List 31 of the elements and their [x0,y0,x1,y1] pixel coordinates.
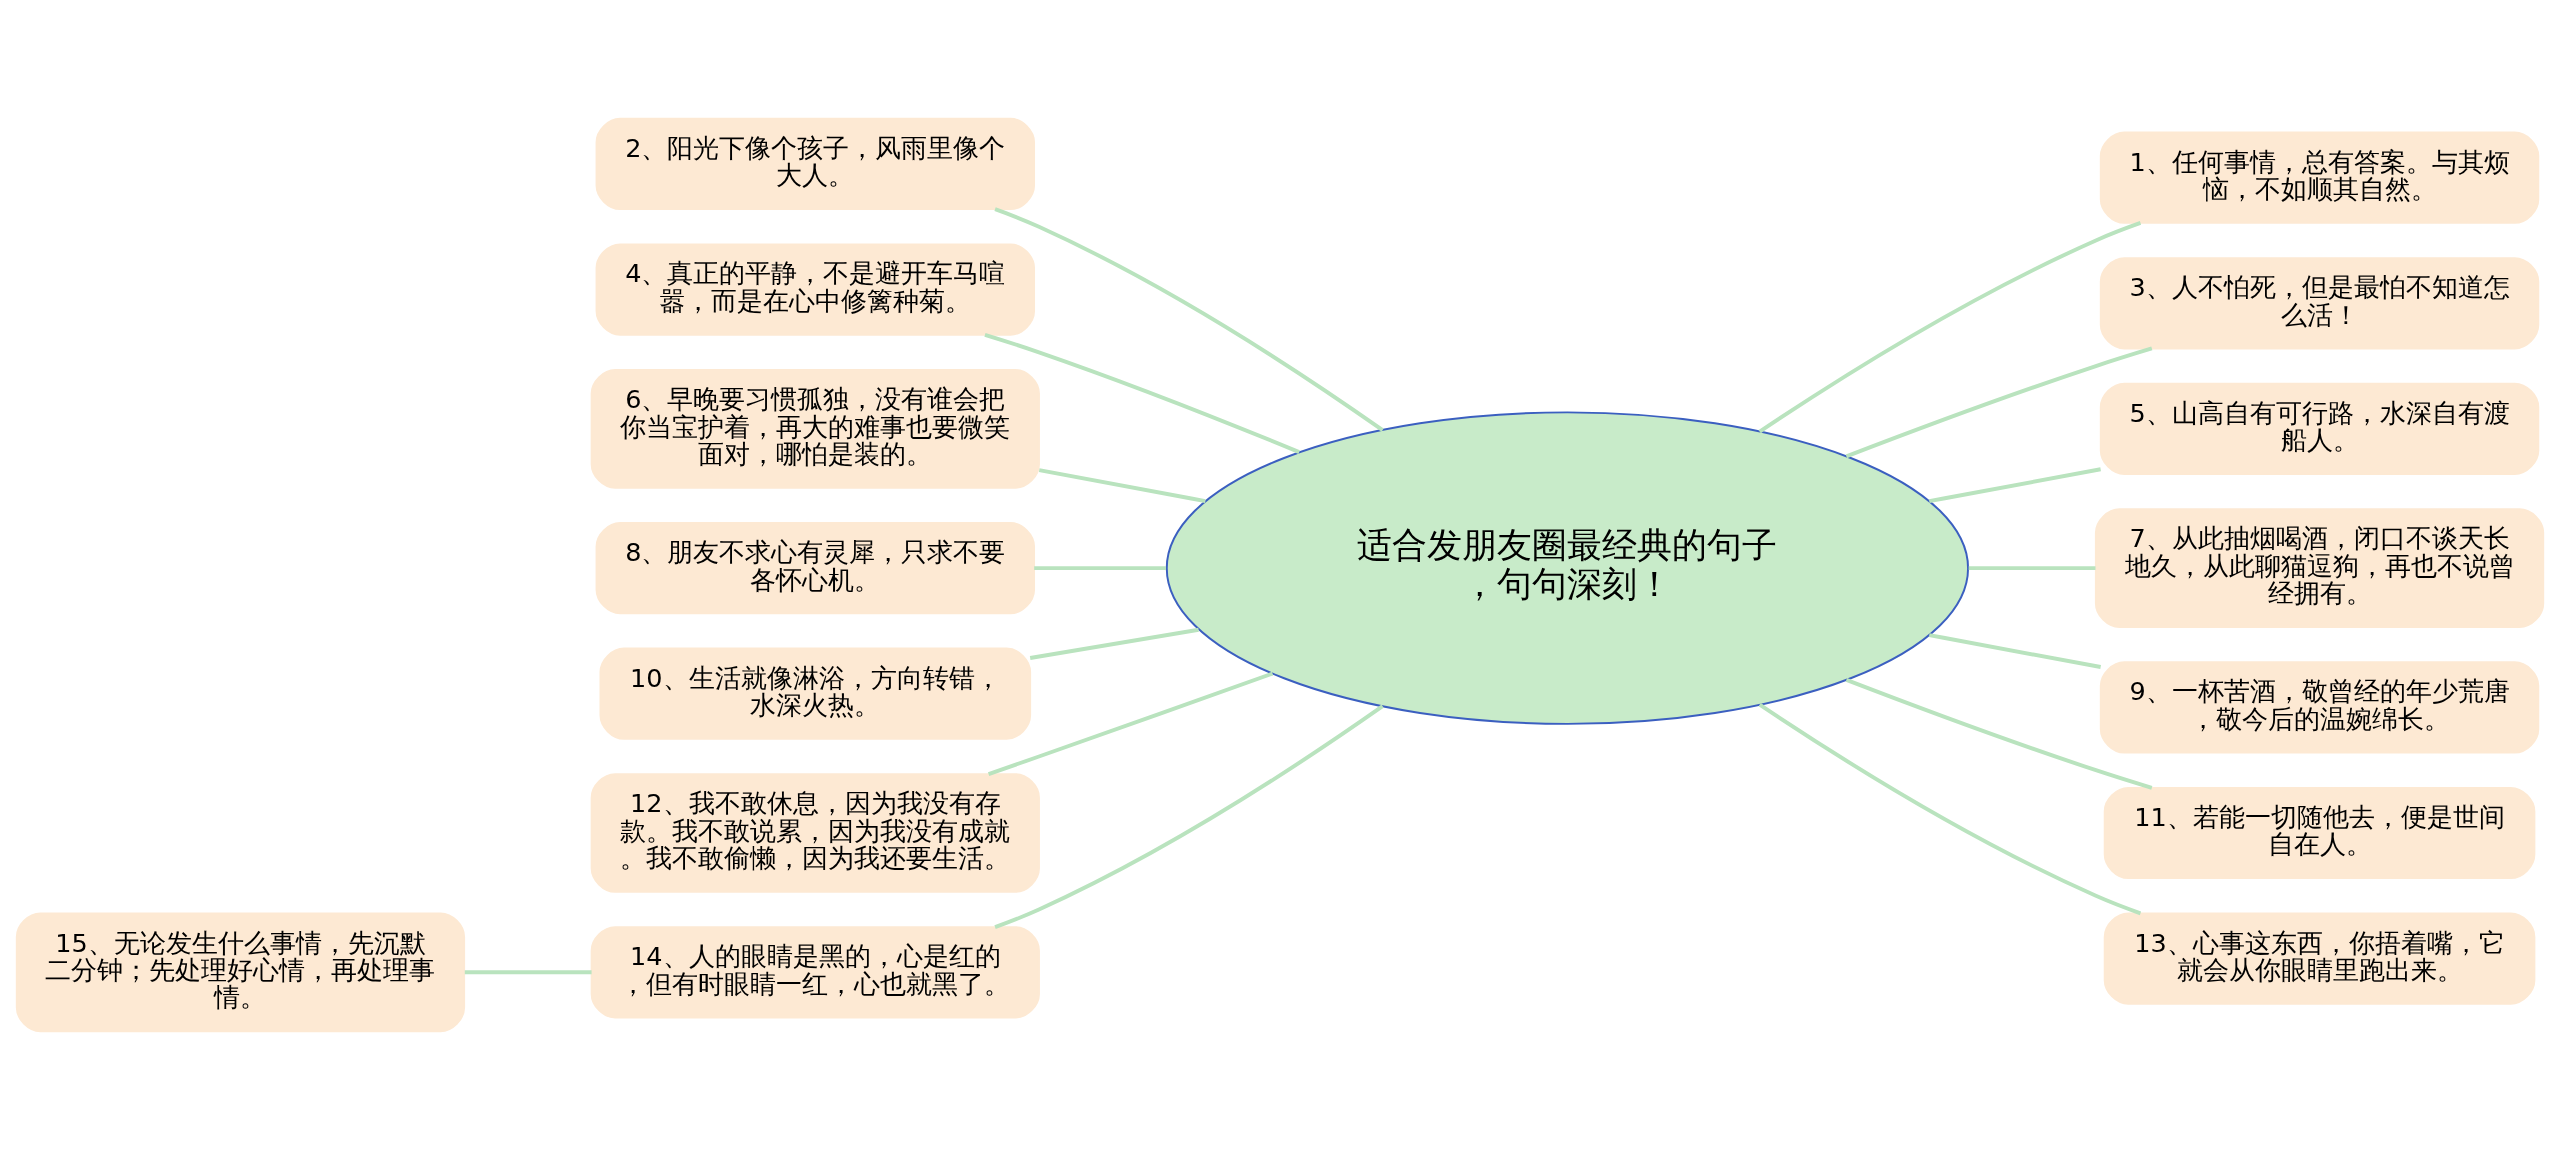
connector [1038,467,1206,503]
connector [984,332,1300,454]
node-box: 8、朋友不求心有灵犀，只求不要各怀心机。 [595,521,1036,614]
connector [1758,702,2142,915]
node-box: 3、人不怕死，但是最怕不知道怎么活！ [2099,256,2540,349]
connector [464,969,592,974]
node-box: 10、生活就像淋浴，方向转错，水深火热。 [599,647,1032,740]
node-box: 2、阳光下像个孩子，风雨里像个大人。 [595,117,1036,210]
node-box: 12、我不敢休息，因为我没有存款。我不敢说累，因为我没有成就。我不敢偷懒，因为我还要生活。 [590,772,1040,893]
node-box: 6、早晚要习惯孤独，没有谁会把你当宝护着，再大的难事也要微笑面对，哪怕是装的。 [590,368,1040,489]
connector [1758,220,2142,433]
connector [1968,565,2096,570]
connector [994,704,1384,929]
connector [1845,677,2153,790]
node-box: 7、从此抽烟喝酒，闭口不谈天长地久，从此聊猫逗狗，再也不说曾经拥有。 [2094,507,2545,628]
connector [1845,346,2153,458]
node-box: 13、心事这东西，你捂着嘴，它就会从你眼睛里跑出来。 [2103,911,2536,1005]
connector [1029,627,1199,660]
node-box: 1、任何事情，总有答案。与其烦恼，不如顺其自然。 [2099,131,2540,224]
node-box: 11、若能一切随他去，便是世间自在人。 [2103,786,2536,879]
node-box: 14、人的眼睛是黑的，心是红的，但有时眼睛一红，心也就黑了。 [590,925,1040,1018]
connector [994,206,1384,432]
node-box: 4、真正的平静，不是避开车马喧嚣，而是在心中修篱种菊。 [595,242,1036,336]
node-box: 5、山高自有可行路，水深自有渡船人。 [2099,382,2540,475]
connector [1928,466,2101,503]
connector [1928,632,2101,669]
connector [1034,565,1166,570]
node-box: 15、无论发生什么事情，先沉默二分钟；先处理好心情，再处理事情。 [15,911,466,1032]
node-ellipse: 适合发朋友圈最经典的句子，句句深刻！ [1165,410,1970,725]
connector [987,671,1274,776]
node-box: 9、一杯苦酒，敬曾经的年少荒唐，敬今后的温婉绵长。 [2099,660,2540,754]
